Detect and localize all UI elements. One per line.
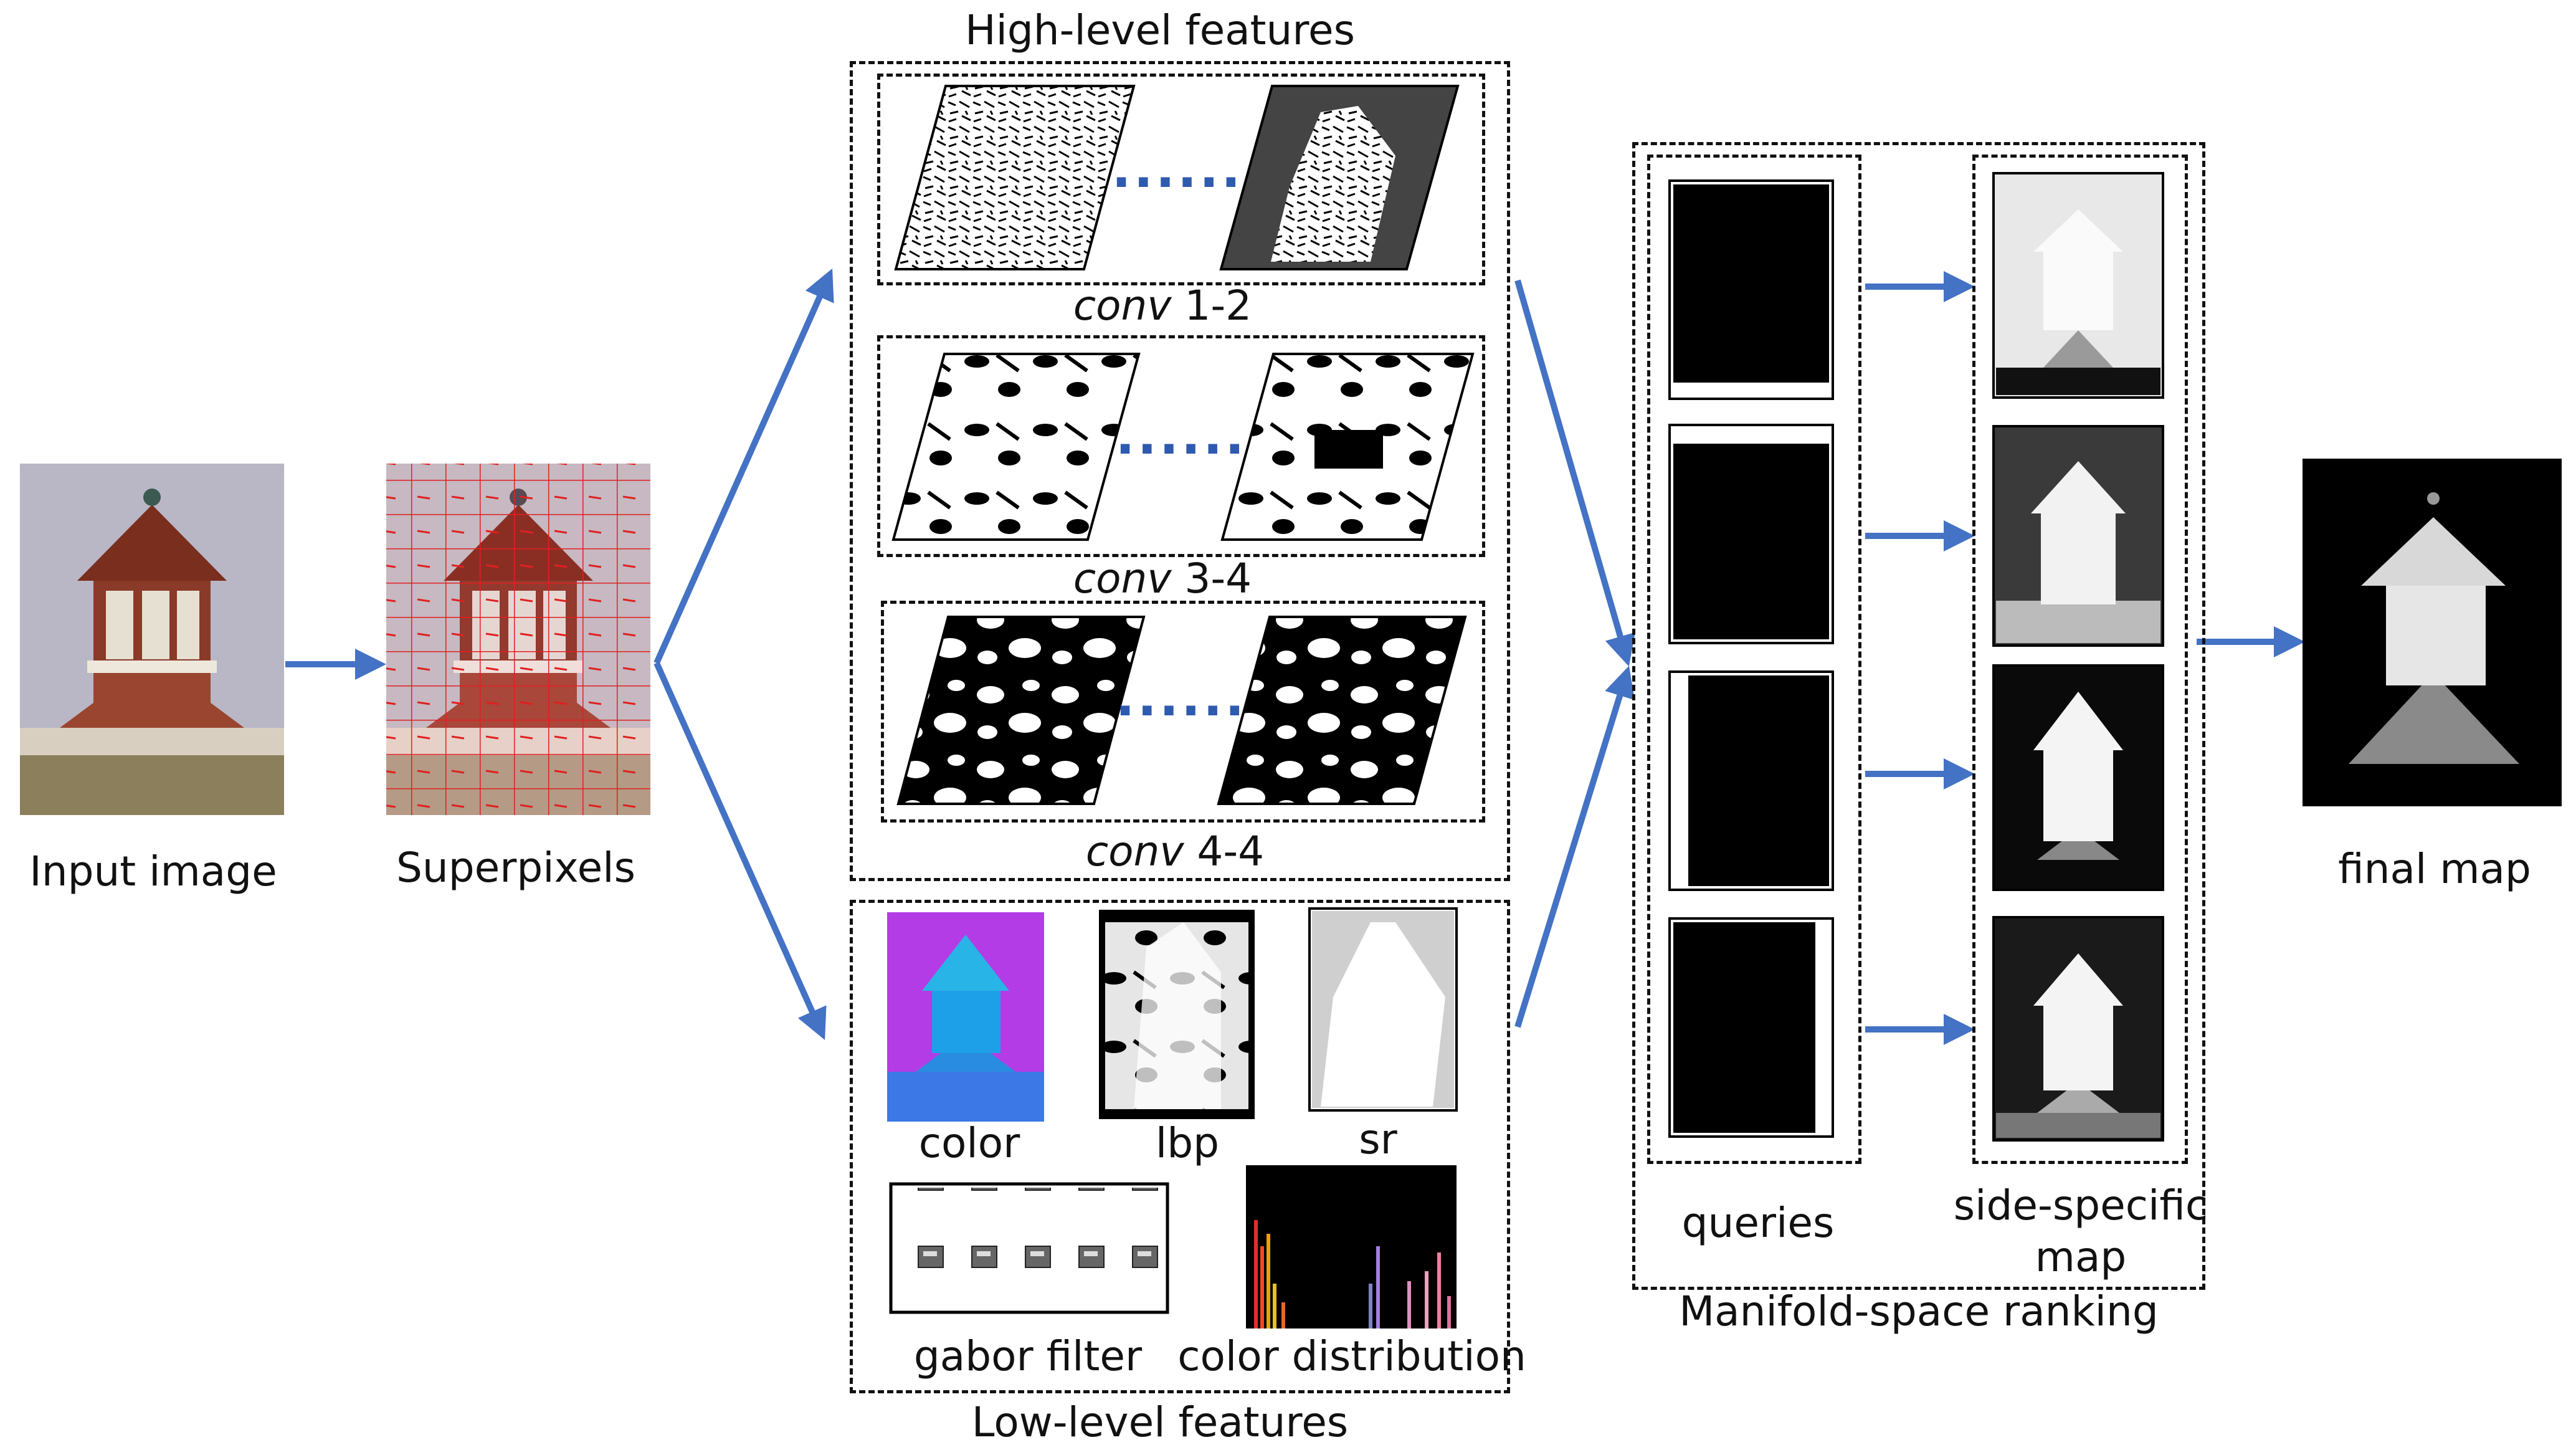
conv12-map-first: [894, 85, 1136, 270]
tower-roof: [77, 505, 227, 581]
conv34-maps: [891, 353, 1475, 541]
superpixels-label: Superpixels: [396, 844, 635, 892]
side-map-1: [1992, 172, 2164, 399]
arrows: [285, 268, 2305, 1045]
conv44-box: [881, 601, 1485, 823]
lbp-feature-image: [1099, 910, 1255, 1119]
input-image-label: Input image: [29, 847, 277, 895]
conv44-label-index: 4-4: [1197, 828, 1265, 875]
side-specific-map-label: side-specific map: [1947, 1180, 2215, 1283]
arrow-to-high-level: [654, 268, 834, 665]
conv34-map-first: [891, 353, 1141, 541]
color-distribution-image: [1246, 1165, 1457, 1328]
color-label: color: [918, 1119, 1020, 1167]
manifold-ranking-title: Manifold-space ranking: [1679, 1287, 2159, 1335]
superpixels-image: [386, 464, 650, 815]
conv34-label: conv 3-4: [1073, 558, 1252, 599]
color-distribution-label: color distribution: [1177, 1332, 1526, 1380]
side-map-4: [1992, 916, 2164, 1142]
queries-label: queries: [1681, 1199, 1835, 1247]
side-specific-maps: [1992, 172, 2164, 1142]
gabor-filter-image: [889, 1182, 1169, 1314]
manifold-ranking-box: [1632, 142, 2205, 1290]
side-map-2: [1992, 425, 2164, 647]
input-image: [20, 464, 284, 815]
query-masks: [1668, 179, 1834, 1138]
side-maps-column-box: [1972, 155, 2188, 1164]
queries-column-box: [1647, 155, 1861, 1164]
final-map-image: [2303, 459, 2562, 806]
conv12-box: [877, 74, 1485, 285]
conv44-ellipsis: ......: [1115, 669, 1247, 728]
conv34-label-name: conv: [1073, 555, 1172, 603]
gabor-filter-label: gabor filter: [913, 1332, 1143, 1380]
arrow-to-low-level: [654, 661, 827, 1041]
conv44-label-name: conv: [1085, 828, 1184, 875]
sr-feature-image: [1308, 907, 1458, 1112]
final-map-label: final map: [2338, 845, 2531, 893]
conv34-label-index: 3-4: [1184, 555, 1252, 603]
side-map-3: [1992, 664, 2164, 891]
conv44-map-last: [1217, 616, 1467, 805]
conv34-box: [877, 335, 1485, 557]
conv34-ellipsis: ......: [1115, 407, 1247, 466]
conv44-maps: [896, 616, 1467, 805]
conv12-label-index: 1-2: [1184, 282, 1252, 330]
arrow-low-to-ranking: [1514, 665, 1635, 1028]
conv12-maps: [894, 85, 1460, 270]
side-specific-map-label-line2: map: [2035, 1233, 2127, 1281]
low-level-features-title: Low-level features: [971, 1398, 1349, 1446]
conv44-label: conv 4-4: [1086, 831, 1264, 872]
conv12-label-name: conv: [1073, 282, 1172, 330]
side-specific-map-label-line1: side-specific: [1953, 1181, 2208, 1229]
superpixel-grid: [386, 464, 650, 815]
high-level-features-title: High-level features: [964, 6, 1356, 54]
conv12-label: conv 1-2: [1073, 285, 1252, 327]
sr-label: sr: [1359, 1115, 1397, 1163]
conv12-ellipsis: ......: [1111, 140, 1243, 199]
arrow-high-to-ranking: [1514, 279, 1635, 667]
high-level-features-box: [850, 61, 1510, 881]
lbp-label: lbp: [1155, 1119, 1220, 1167]
conv44-map-first: [896, 616, 1146, 805]
color-feature-image: [887, 912, 1044, 1122]
low-level-features-box: [850, 900, 1510, 1393]
